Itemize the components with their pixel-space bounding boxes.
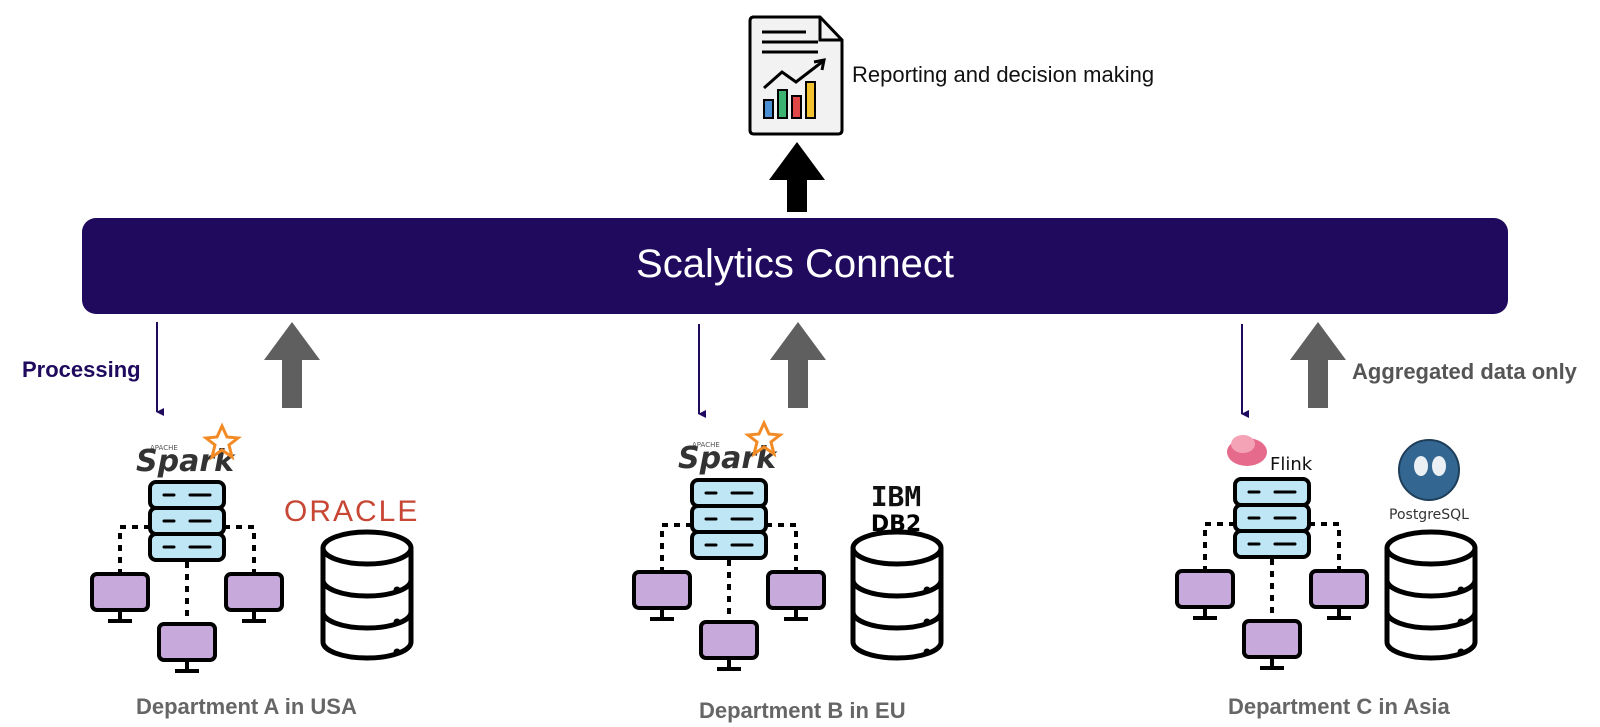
department-a-group: APACHE Spark ORACLE	[90, 424, 419, 673]
department-c-label: Department C in Asia	[1228, 694, 1450, 719]
processing-label: Processing	[22, 357, 141, 382]
postgresql-logo: PostgreSQL	[1389, 439, 1469, 523]
spark-logo: APACHE Spark	[136, 424, 240, 479]
spark-text: Spark	[136, 444, 236, 479]
report-chart-icon	[748, 15, 844, 136]
aggregated-arrow-a	[264, 322, 320, 408]
server-cluster-icon	[632, 478, 826, 671]
database-icon	[853, 532, 941, 658]
spark-apache-text: APACHE	[150, 444, 178, 452]
department-a-label: Department A in USA	[136, 694, 357, 719]
aggregated-arrow-b	[770, 322, 826, 408]
server-cluster-icon	[90, 480, 284, 673]
ibm-logo: IBM	[871, 480, 922, 513]
server-cluster-icon	[1175, 477, 1369, 670]
aggregated-arrow-c	[1290, 322, 1346, 408]
report-label: Reporting and decision making	[852, 62, 1155, 87]
aggregated-label: Aggregated data only	[1352, 359, 1577, 384]
scalytics-connect-bar: Scalytics Connect	[82, 218, 1508, 314]
spark-apache-text: APACHE	[692, 441, 720, 449]
connect-title: Scalytics Connect	[636, 242, 954, 286]
output-arrow	[769, 142, 825, 212]
spark-logo: APACHE Spark	[678, 421, 782, 476]
postgresql-text: PostgreSQL	[1389, 507, 1469, 523]
database-icon	[1387, 532, 1475, 658]
department-b-group: APACHE Spark IBM DB2	[632, 421, 941, 671]
database-icon	[323, 532, 411, 658]
spark-text: Spark	[678, 441, 778, 476]
flink-text: Flink	[1270, 454, 1313, 475]
flink-logo: Flink	[1227, 435, 1313, 475]
oracle-logo: ORACLE	[284, 495, 419, 528]
department-c-group: Flink PostgreSQL	[1175, 435, 1475, 670]
department-b-label: Department B in EU	[699, 698, 906, 723]
